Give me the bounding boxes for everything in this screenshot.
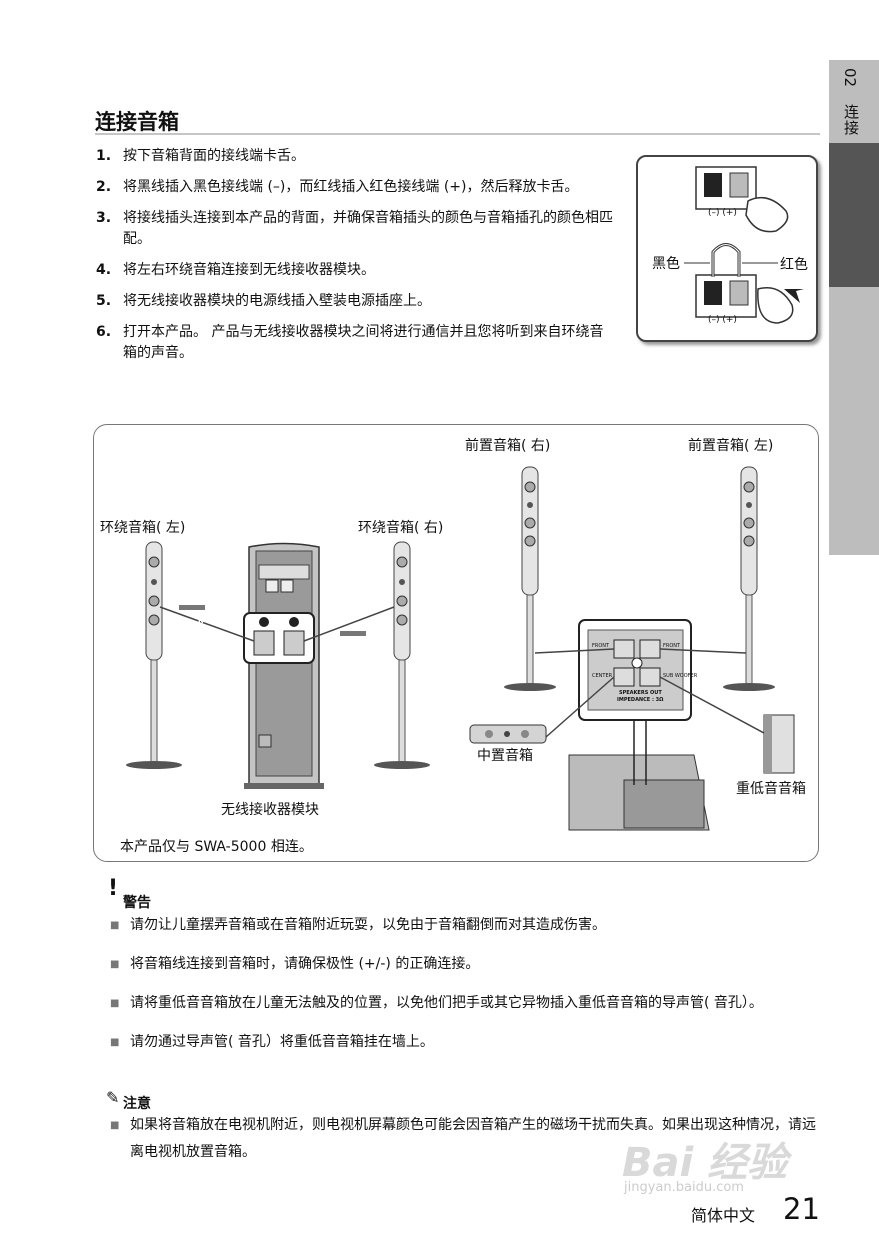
note-list: ■如果将音箱放在电视机附近，则电视机屏幕颜色可能会因音箱产生的磁场干扰而失真。如… [110,1112,820,1178]
wireless-module-label: 无线接收器模块 [221,802,319,818]
polarity-label-bottom: (–) (+) [708,315,737,325]
compatibility-note: 本产品仅与 SWA-5000 相连。 [120,839,313,855]
list-item: 2.将黑线插入黑色接线端 (–)，而红线插入红色接线端 (+)，然后释放卡舌。 [96,179,579,195]
speakers-out-label: SPEAKERS OUT [619,690,662,696]
subwoofer-jack-label: SUB WOOFER [663,673,698,679]
exclamation-icon: ! [108,876,119,901]
right-channel-badge: R [198,617,204,625]
center-jack-label: CENTER [592,673,613,679]
list-item: ■将音箱线连接到音箱时，请确保极性 (+/-) 的正确连接。 [110,956,480,972]
list-item: 1.按下音箱背面的接线端卡舌。 [96,148,305,164]
subwoofer-label: 重低音音箱 [736,781,806,797]
connection-diagram: 前置音箱( 右) 前置音箱( 左) 环绕音箱( 左) 环绕音箱( 右) 无线接收… [93,424,819,862]
list-item: ■请勿通过导声管( 音孔）将重低音音箱挂在墙上。 [110,1034,434,1050]
surround-left-label: 环绕音箱( 左) [100,520,186,536]
front-left-label: 前置音箱( 左) [688,438,774,454]
left-channel-badge: L [168,617,173,625]
front-right-label: 前置音箱( 右) [465,438,551,454]
center-speaker-label: 中置音箱 [477,748,533,764]
black-wire-label: 黑色 [652,256,680,272]
list-item: ■请将重低音音箱放在儿童无法触及的位置，以免他们把手或其它异物插入重低音音箱的导… [110,995,763,1011]
diagram-drawing [126,466,795,831]
front-jack-label-left: FRONT [663,643,681,649]
footer-language: 简体中文 [691,1206,756,1225]
front-left-speaker [723,466,775,691]
watermark-url: jingyan.baidu.com [624,1180,744,1195]
front-right-speaker [504,466,556,691]
center-speaker [469,724,547,744]
red-wire-label: 红色 [780,257,808,273]
polarity-label-top: (–) (+) [708,208,737,218]
list-item: 3.将接线插头连接到本产品的背面，并确保音箱插头的颜色与音箱插孔的颜色相匹配。 [96,210,613,247]
chapter-tab: 02 连接 [829,60,879,555]
page-number: 21 [783,1192,820,1226]
impedance-label: IMPEDANCE : 3Ω [617,697,664,703]
pencil-note-icon: ✎ [106,1088,120,1107]
warning-title: 警告 [123,895,151,911]
chapter-tab-highlight [829,143,879,287]
list-item: ■如果将音箱放在电视机附近，则电视机屏幕颜色可能会因音箱产生的磁场干扰而失真。如… [110,1117,816,1160]
title-divider [95,133,820,135]
terminal-inset-illustration: (–) (+) (–) (+) 黑色 红色 [636,155,818,342]
main-unit [568,720,710,831]
terminal-illustration [684,166,804,324]
watermark-logo: Bai 经验 [622,1140,788,1186]
surround-left-speaker [126,541,182,769]
wireless-receiver-module [244,542,324,789]
chapter-label: 连接 [842,104,860,136]
surround-right-label: 环绕音箱( 右) [358,520,444,536]
warning-list: ■请勿让儿童摆弄音箱或在音箱附近玩耍，以免由于音箱翻倒而对其造成伤害。 ■将音箱… [110,912,820,1068]
note-title: 注意 [123,1096,151,1112]
list-item: 4.将左右环绕音箱连接到无线接收器模块。 [96,262,375,278]
page-title: 连接音箱 [95,110,179,134]
front-jack-label-right: FRONT [592,643,610,649]
step-list: 1.按下音箱背面的接线端卡舌。 2.将黑线插入黑色接线端 (–)，而红线插入红色… [96,146,616,374]
list-item: ■请勿让儿童摆弄音箱或在音箱附近玩耍，以免由于音箱翻倒而对其造成伤害。 [110,917,606,933]
subwoofer-speaker [763,714,795,774]
list-item: 5.将无线接收器模块的电源线插入壁装电源插座上。 [96,293,431,309]
chapter-number: 02 [841,68,859,88]
surround-right-speaker [374,541,430,769]
list-item: 6.打开本产品。 产品与无线接收器模块之间将进行通信并且您将听到来自环绕音箱的声… [96,324,604,361]
